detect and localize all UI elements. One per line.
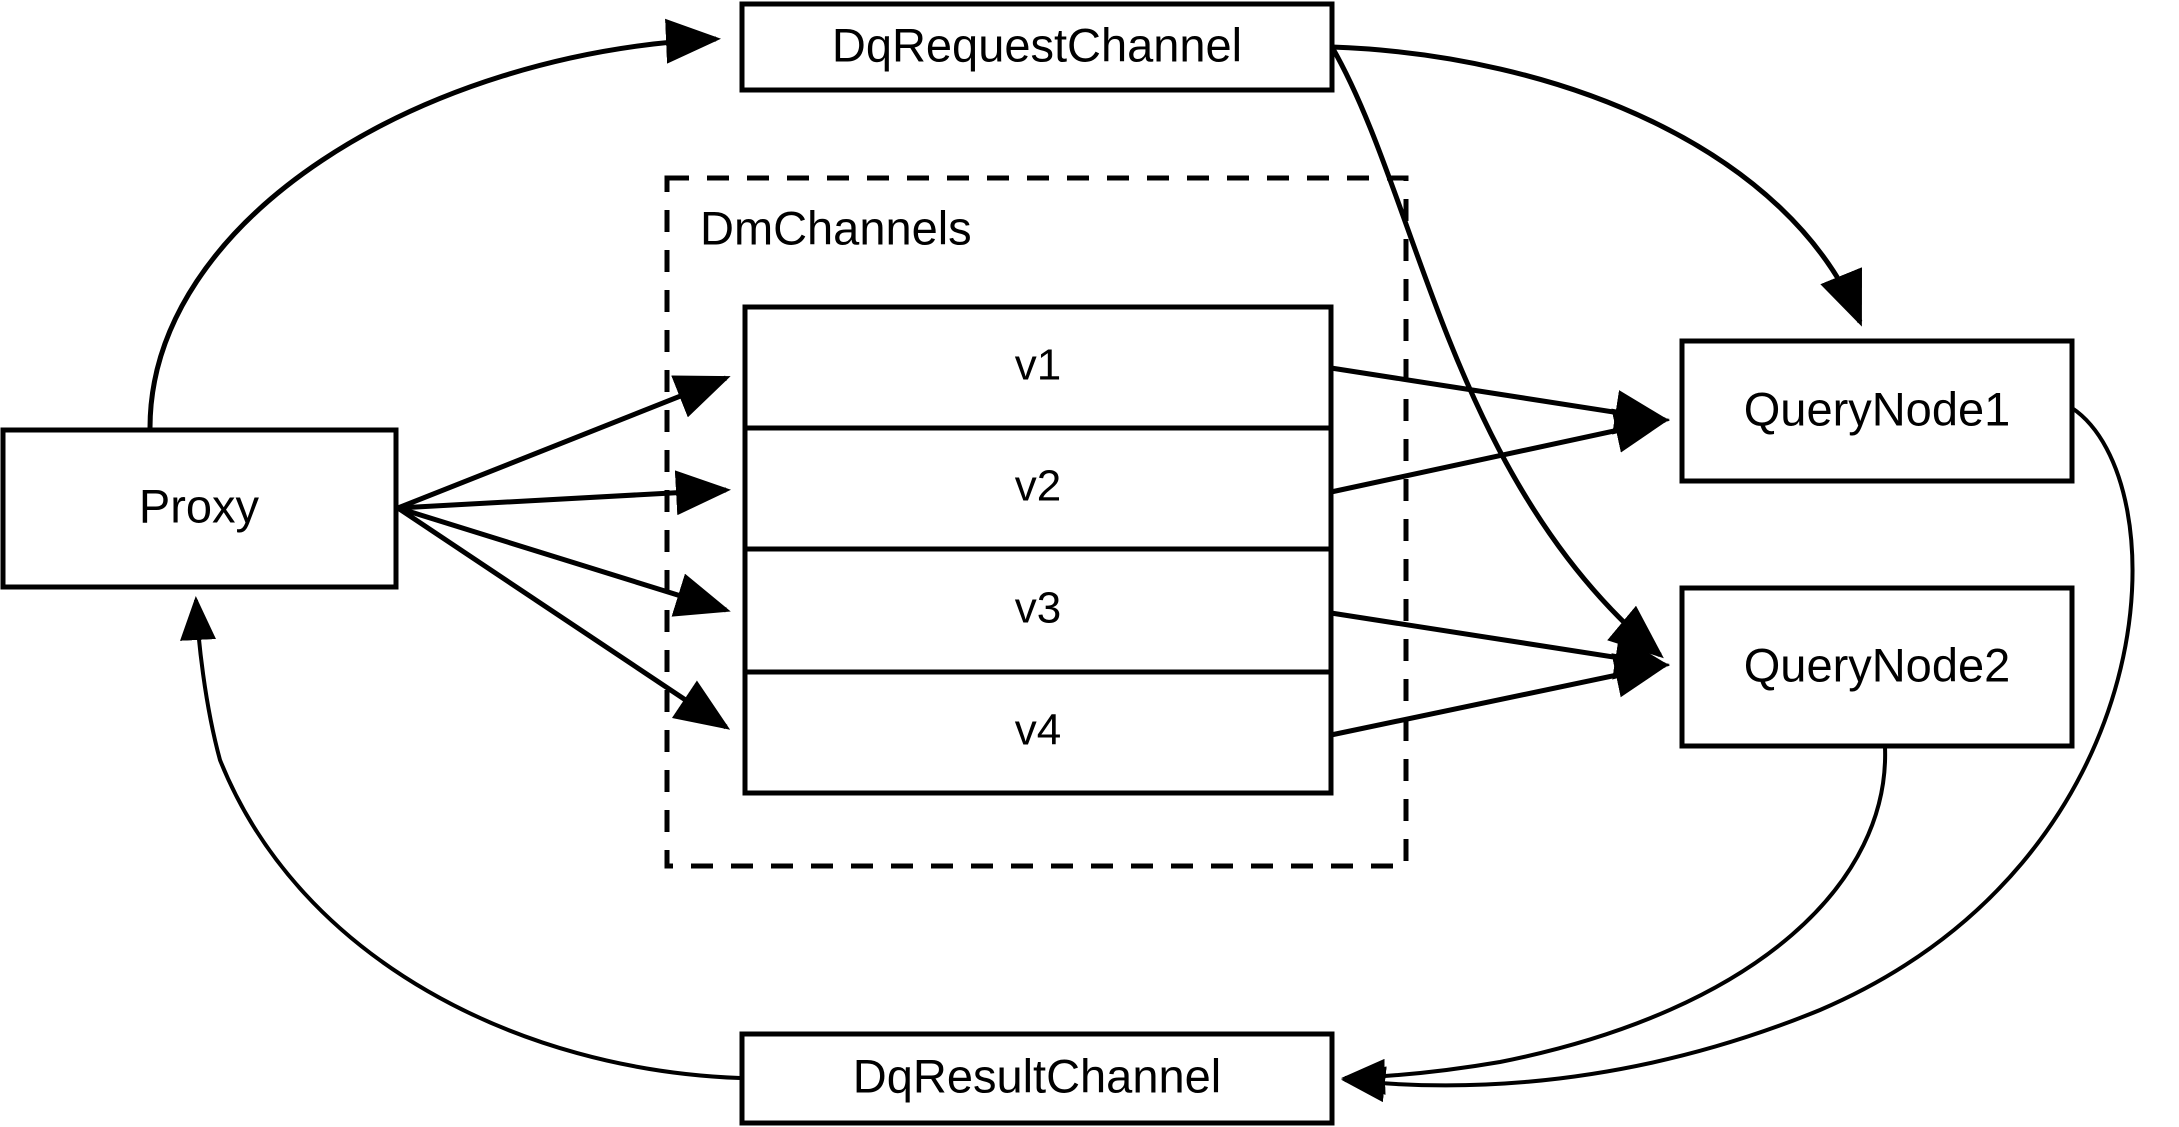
node-query-node-2[interactable]: QueryNode2 <box>1679 585 2075 749</box>
edge-dqrequestchannel-to-querynode1 <box>1331 44 1863 327</box>
edge-dqresultchannel-to-proxy <box>180 596 741 1080</box>
dm-channel-row-v4[interactable]: v4 <box>1015 706 1061 755</box>
edge-querynode1-to-dqresultchannel <box>1341 406 2135 1103</box>
dm-channel-row-v2[interactable]: v2 <box>1015 462 1061 511</box>
dq-result-channel-box[interactable] <box>739 1031 1335 1126</box>
query-node-2-label: QueryNode2 <box>1744 638 2011 691</box>
group-dm-channels: DmChannels <box>664 175 1409 869</box>
edge-proxy-to-v4 <box>396 505 731 730</box>
node-proxy[interactable]: Proxy <box>0 427 399 590</box>
dm-channels-dashed-border <box>664 175 1409 869</box>
dm-channel-stack: v1 v2 v3 v4 <box>742 304 1334 796</box>
query-node-1-box[interactable] <box>1679 338 2075 484</box>
edge-proxy-to-v3 <box>397 505 731 617</box>
node-dq-result-channel[interactable]: DqResultChannel <box>739 1031 1335 1126</box>
edge-v3-to-querynode2 <box>1330 610 1670 680</box>
dq-request-channel-label: DqRequestChannel <box>832 18 1242 71</box>
dm-channel-row-v3[interactable]: v3 <box>1015 584 1061 633</box>
dm-channel-row-v1[interactable]: v1 <box>1015 341 1061 390</box>
proxy-box[interactable] <box>0 427 399 590</box>
dq-request-channel-box[interactable] <box>739 1 1335 93</box>
proxy-label: Proxy <box>139 479 260 532</box>
query-node-2-box[interactable] <box>1679 585 2075 749</box>
edge-v2-to-querynode1 <box>1330 408 1670 495</box>
dq-result-channel-label: DqResultChannel <box>853 1049 1221 1102</box>
edge-proxy-to-v1 <box>397 375 731 511</box>
edge-querynode2-to-dqresultchannel <box>1341 746 1888 1095</box>
edge-proxy-to-v2 <box>397 470 731 516</box>
edge-v4-to-querynode2 <box>1330 653 1670 738</box>
edge-v1-to-querynode1 <box>1330 365 1670 435</box>
edge-proxy-to-dqrequestchannel <box>147 18 721 429</box>
node-dq-request-channel[interactable]: DqRequestChannel <box>739 1 1335 93</box>
dm-channels-label: DmChannels <box>700 201 972 254</box>
node-query-node-1[interactable]: QueryNode1 <box>1679 338 2075 484</box>
edge-dqrequestchannel-to-querynode2 <box>1329 45 1664 659</box>
query-node-1-label: QueryNode1 <box>1744 382 2011 435</box>
